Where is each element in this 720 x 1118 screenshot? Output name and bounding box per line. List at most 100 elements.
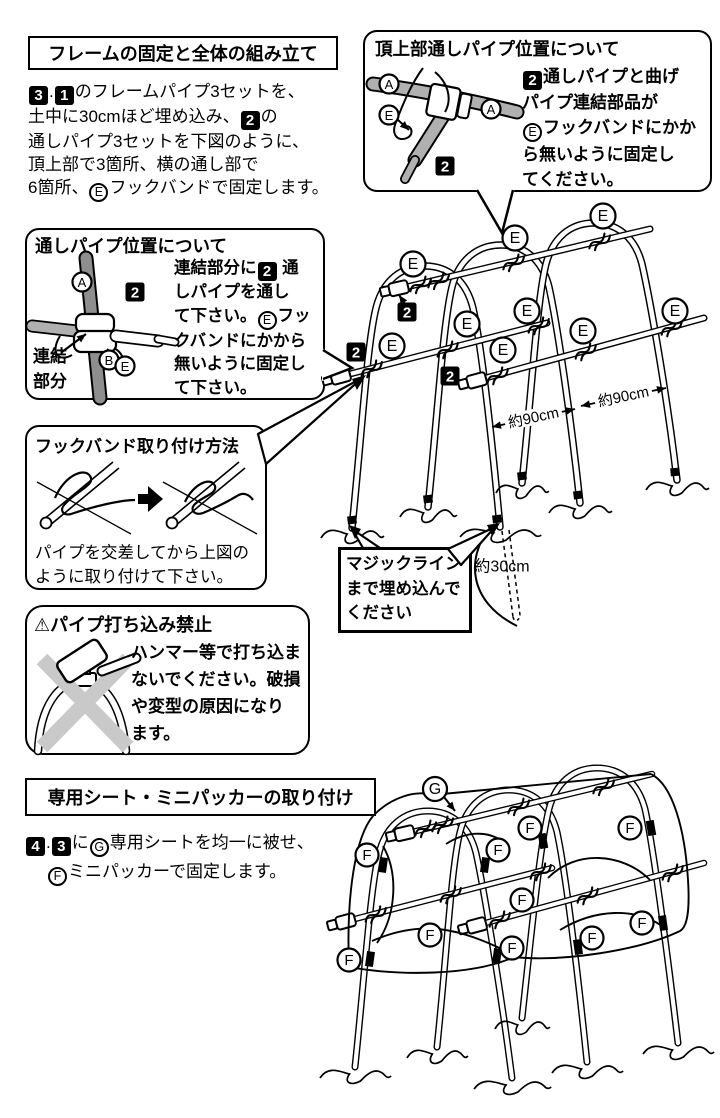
text-run: ら無いように固定し [522, 145, 675, 164]
svg-text:2: 2 [352, 345, 360, 362]
text-line: ように取り付けて下さい。 [35, 565, 249, 589]
part-letter-mark: E [523, 123, 542, 142]
section-title-sheet-attachment: 専用シート・ミニパッカーの取り付け [25, 778, 376, 816]
letter-marker-F: F [354, 842, 380, 868]
text-run: て下さい。 [174, 306, 257, 325]
text-run: 通 [277, 259, 299, 277]
svg-text:E: E [408, 256, 419, 273]
text-run: ように取り付けて下さい。 [35, 568, 233, 586]
buried-pipe-dashed [501, 529, 521, 618]
letter-marker-A: A [378, 73, 400, 95]
mini-packer [479, 857, 491, 873]
part-letter-mark: G [89, 838, 109, 857]
text-run: ないでください。破損 [131, 670, 301, 689]
part-number-badge: 2 [523, 71, 542, 90]
text-line: パイプを交差してから上図の [35, 541, 249, 565]
text-run: 通しパイプ3セットを下図のように、 [28, 132, 309, 151]
svg-text:2: 2 [131, 285, 139, 302]
pipe-end-connector [456, 371, 488, 391]
mini-packer [364, 951, 376, 967]
sheet-outline [347, 792, 433, 968]
mini-packer [645, 819, 657, 837]
depth-label: 約30cm [474, 558, 529, 576]
magic-line-mark [670, 467, 680, 477]
svg-text:2: 2 [403, 305, 411, 322]
hookband-clip [360, 359, 383, 379]
hookband-clip [486, 366, 509, 386]
step-arrow [138, 486, 163, 512]
letter-marker-F: F [417, 922, 443, 948]
text-run: ます。 [131, 724, 181, 743]
letter-marker-F: F [579, 925, 605, 951]
hookband-clip [574, 342, 597, 362]
callout-top-pipe-title: 頂上部通しパイプ位置について [375, 39, 620, 59]
letter-marker-A: A [480, 98, 502, 120]
text-line: ないでください。破損 [131, 666, 301, 693]
svg-text:B: B [105, 353, 114, 368]
letter-marker-F: F [617, 815, 643, 841]
part-number-badge: 3 [51, 837, 71, 856]
svg-text:E: E [387, 338, 398, 355]
text-line: ハンマー等で打ち込ま [131, 639, 301, 666]
text-line: ます。 [131, 720, 301, 747]
svg-text:F: F [507, 940, 516, 957]
magic-line-pointer-right [446, 523, 500, 567]
letter-marker-E: E [661, 297, 689, 325]
text-line: 通しパイプ3セットを下図のように、 [28, 130, 329, 153]
ground-line [496, 485, 549, 498]
hookband-clip [502, 253, 526, 273]
letter-marker-E: E [453, 310, 481, 338]
ground-line [407, 1050, 468, 1063]
text-run: クバンドにかから [174, 331, 306, 350]
mini-packer [657, 915, 669, 931]
svg-text:2: 2 [441, 159, 449, 176]
magic-line-mark [572, 490, 584, 500]
hammer-icon [56, 638, 108, 684]
mini-packer [377, 857, 389, 873]
svg-text:A: A [78, 275, 87, 290]
ground-line [460, 529, 541, 542]
hookband-pointer [256, 375, 366, 466]
svg-text:A: A [385, 77, 394, 92]
svg-text:F: F [637, 915, 646, 932]
svg-text:F: F [625, 820, 634, 837]
svg-text:F: F [362, 847, 371, 864]
ground-line [552, 1065, 623, 1078]
svg-text:2: 2 [446, 369, 454, 386]
hookband-clip [436, 340, 459, 360]
text-line: て下さい。 [174, 377, 311, 401]
svg-text:E: E [670, 303, 681, 320]
text-line: 無いように固定し [174, 353, 311, 377]
ground-line [643, 1046, 714, 1059]
letter-marker-G: G [421, 775, 449, 803]
text-line: パイプ連結部品が [522, 90, 696, 115]
sheet-outline [371, 927, 507, 952]
sheet-outline [650, 773, 690, 932]
part-number-badge: 3 [29, 86, 48, 105]
text-run: . [49, 82, 54, 101]
part-number-badge: 4 [26, 837, 45, 856]
text-run: 頂上部で3箇所、横の通し部で [28, 155, 259, 175]
text-run: . [46, 833, 51, 852]
letter-marker-E: E [399, 250, 427, 278]
hookband-clip [431, 815, 455, 835]
hookband-clip [439, 885, 462, 905]
hookband-clip [527, 316, 550, 336]
number-badge-2: 2 [397, 302, 417, 322]
warning-icon: ⚠ [34, 615, 51, 635]
callout-hookband-method: フックバンド取り付け方法 パイプを交差してから上図のように取り付けて下さい。 [25, 425, 267, 590]
connector-band [425, 82, 473, 121]
ground-line [474, 1081, 551, 1094]
